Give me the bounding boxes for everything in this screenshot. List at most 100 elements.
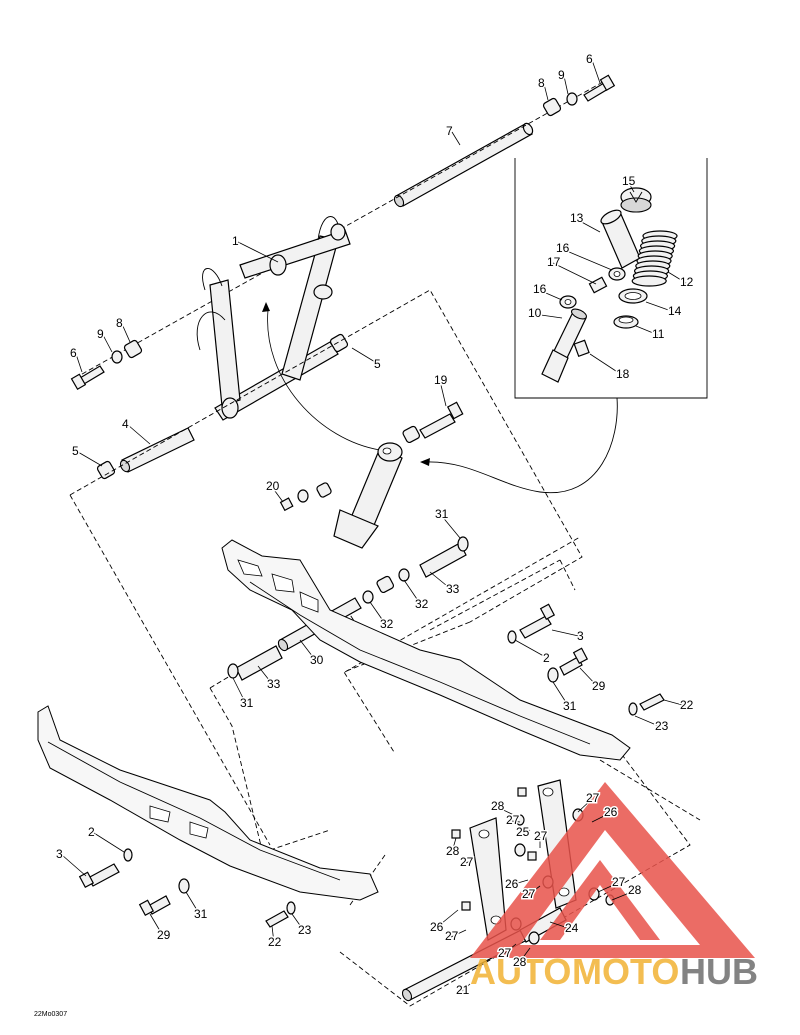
callout-leader: [577, 798, 593, 813]
callout-leader: [591, 59, 601, 84]
callout-leader: [271, 486, 284, 503]
callout-c26a: 26: [604, 805, 618, 819]
callout-c27a: 27: [506, 813, 520, 827]
callout-c17: 17: [547, 255, 561, 269]
callout-leader: [451, 837, 457, 853]
washer-31d: [178, 878, 190, 894]
callout-leader: [440, 514, 461, 539]
callout-c23b: 23: [298, 923, 312, 937]
callout-leader: [575, 218, 601, 233]
callout-c16a: 16: [556, 241, 570, 255]
shock-body: [541, 308, 587, 383]
callout-c22a: 22: [680, 698, 694, 712]
spacer-5a: [329, 333, 349, 353]
dashed-group-outline-1: [69, 289, 583, 846]
callout-c33b: 33: [267, 677, 281, 691]
washer-31b: [227, 663, 239, 679]
link-bolts: [451, 787, 537, 911]
callout-leader: [510, 879, 529, 886]
callout-leader: [149, 913, 164, 937]
callout-leader: [127, 424, 151, 445]
callout-leader: [527, 885, 541, 896]
washer-32a: [398, 568, 410, 582]
callout-leader: [627, 181, 635, 193]
callout-labels: 6987151316171216141011181896519452031333…: [55, 51, 696, 999]
callout-leader: [551, 629, 584, 638]
callout-c23a: 23: [655, 719, 669, 733]
callout-c28a: 28: [491, 799, 505, 813]
callout-leader: [461, 983, 471, 992]
callout-c29b: 29: [157, 928, 171, 942]
callout-c28b: 28: [446, 844, 460, 858]
callout-c13: 13: [570, 211, 584, 225]
callout-c8b: 8: [116, 316, 123, 330]
callout-leader: [663, 699, 687, 707]
callout-c30: 30: [310, 653, 324, 667]
callout-c31a: 31: [435, 507, 449, 521]
callout-c21: 21: [456, 983, 470, 997]
bolt-22b: [265, 910, 289, 928]
callout-c11: 11: [652, 327, 665, 341]
callout-c9b: 9: [97, 327, 104, 341]
callout-c27h: 27: [498, 946, 512, 960]
bolt-22a: [639, 693, 665, 711]
right-rail: [221, 539, 631, 761]
callout-c32b: 32: [380, 617, 394, 631]
callout-c28d: 28: [513, 955, 527, 969]
shaft-4: [119, 427, 195, 473]
callout-leader: [611, 890, 635, 901]
callout-leader: [299, 639, 317, 662]
callout-c22b: 22: [268, 935, 282, 949]
bolt-3a: [519, 603, 556, 639]
washer-32b: [362, 590, 374, 604]
callout-leader: [369, 601, 387, 626]
callout-leader: [121, 323, 131, 343]
callout-leader: [403, 579, 422, 606]
rubber-bumper: [600, 209, 641, 269]
callout-leader: [503, 943, 517, 955]
callout-c5b: 5: [72, 444, 79, 458]
callout-c4: 4: [122, 417, 129, 431]
callout-c7: 7: [446, 124, 453, 138]
callout-leader: [518, 947, 531, 964]
callout-leader: [514, 639, 550, 660]
coil-spring: [631, 230, 678, 287]
callout-c3b: 3: [56, 847, 63, 861]
spring-ring: [618, 288, 648, 304]
callout-leader: [291, 913, 305, 932]
callout-c27d: 27: [534, 829, 548, 843]
arrow-head: [420, 458, 430, 466]
callout-leader: [597, 882, 619, 893]
callout-leader: [75, 353, 83, 373]
spacer-32: [376, 575, 395, 594]
callout-c16b: 16: [533, 282, 547, 296]
bushing-19: [402, 425, 421, 444]
bolt-6b: [70, 365, 105, 391]
callout-leader: [667, 271, 687, 284]
callout-leader: [591, 812, 611, 823]
watermark-triangle-logo: [470, 782, 755, 958]
callout-leader: [634, 715, 662, 728]
callout-c27b: 27: [586, 791, 600, 805]
front-arm-1: [196, 216, 351, 421]
callout-c24: 24: [565, 921, 579, 935]
spacer-5b: [96, 460, 116, 480]
washer-2a: [507, 630, 517, 644]
callout-c15: 15: [622, 174, 636, 188]
bushing-18: [573, 339, 590, 358]
callout-c18: 18: [616, 367, 630, 381]
callout-leader: [439, 380, 447, 407]
automotohub-watermark: AUTO MOTO HUB: [470, 782, 758, 992]
spacer-8a: [542, 97, 562, 117]
washer-2b: [123, 848, 133, 862]
callout-leader: [561, 248, 613, 271]
watermark-triangle-inner: [540, 860, 660, 940]
callout-leader: [429, 571, 453, 591]
washer-20: [297, 482, 332, 503]
callout-leader: [271, 925, 275, 944]
callout-leader: [93, 832, 125, 853]
callout-c31b: 31: [240, 696, 254, 710]
callout-c3a: 3: [577, 629, 584, 643]
callout-leader: [552, 262, 597, 285]
callout-leader: [589, 353, 623, 376]
